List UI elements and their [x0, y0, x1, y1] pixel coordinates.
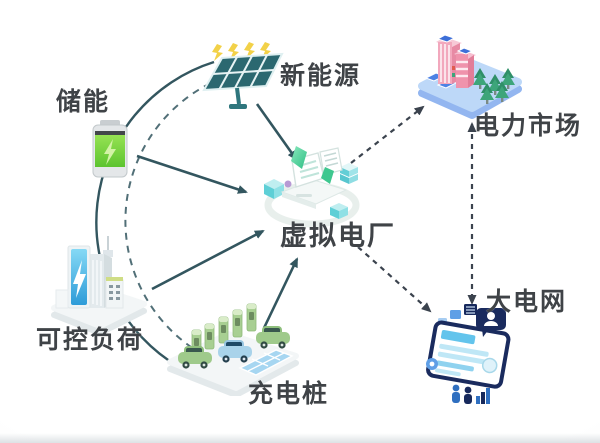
vpp-platform-icon: [258, 142, 366, 230]
ev-charging-icon: [164, 296, 304, 396]
charging-posts: [191, 303, 257, 356]
pink-tower-short: [452, 47, 476, 88]
arrow-vpp-to-grid: [357, 246, 432, 313]
resource-circle-solid-arc: [95, 60, 215, 369]
trees: [473, 68, 515, 104]
lock-dot: [284, 180, 292, 188]
arrow-load-to-vpp: [151, 229, 265, 291]
car-blue: [218, 340, 252, 363]
solar-panel-icon: [196, 42, 288, 120]
car-green-2: [256, 326, 290, 349]
arrow-storage-to-vpp: [136, 154, 248, 194]
battery-icon: [90, 120, 130, 182]
label-charger: 充电桩: [248, 379, 330, 408]
sun-rays: [212, 42, 271, 61]
resource-circle-dashed-arc: [124, 77, 223, 352]
grid-dashboard-icon: [420, 302, 520, 410]
label-storage: 储能: [56, 87, 111, 116]
leaf-shield-small: [321, 167, 334, 184]
leaf-shield-large: [291, 146, 307, 169]
people-figures: [452, 384, 490, 404]
smart-building-icon: [46, 232, 151, 334]
label-grid: 大电网: [486, 287, 568, 316]
car-green-1: [178, 346, 212, 369]
label-renewable: 新能源: [280, 61, 362, 90]
bolt-glyph: [73, 260, 86, 298]
arrow-renewable-to-vpp: [255, 103, 298, 161]
arrow-charger-to-vpp: [262, 257, 299, 329]
chat-bubble: [476, 308, 506, 337]
city-market-icon: [408, 26, 526, 122]
label-vpp: 虚拟电厂: [280, 221, 396, 252]
label-market: 电力市场: [474, 111, 583, 140]
label-load: 可控负荷: [36, 325, 145, 354]
